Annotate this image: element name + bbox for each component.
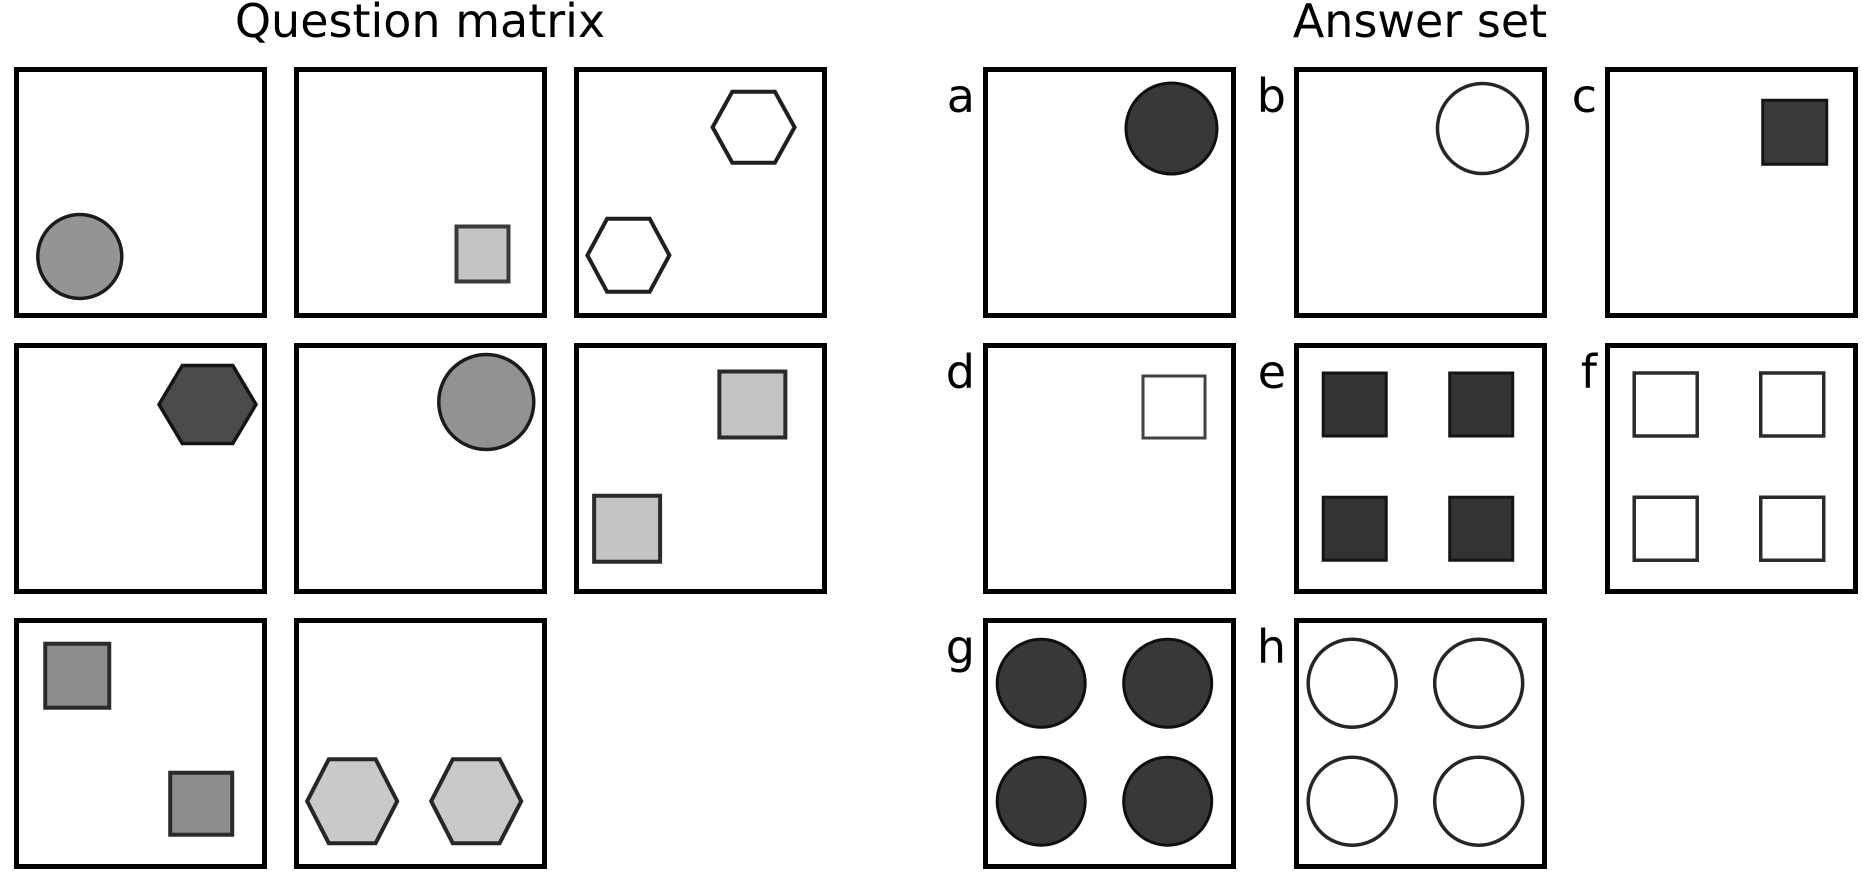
- answer-label-g: g: [945, 620, 975, 674]
- answer-set-title: Answer set: [1292, 0, 1548, 48]
- answer-label-c: c: [1571, 69, 1597, 123]
- question-cell-r2c3: [574, 343, 827, 594]
- square-shape: [1321, 371, 1388, 438]
- square-shape: [1758, 371, 1826, 438]
- square-shape: [1141, 374, 1207, 440]
- answer-label-b: b: [1256, 69, 1286, 123]
- square-shape: [1321, 495, 1388, 562]
- answer-cell-f[interactable]: [1605, 343, 1858, 594]
- hexagon-shape: [585, 216, 672, 294]
- circle-shape: [1432, 637, 1525, 730]
- circle-shape: [437, 352, 536, 452]
- circle-shape: [995, 637, 1087, 729]
- answer-cell-h[interactable]: [1294, 618, 1547, 869]
- square-shape: [43, 641, 112, 710]
- hexagon-shape: [710, 89, 797, 165]
- square-shape: [1448, 371, 1515, 438]
- question-matrix-title: Question matrix: [234, 0, 606, 48]
- hexagon-shape: [428, 757, 524, 846]
- hexagon-shape: [304, 757, 400, 846]
- circle-shape: [1435, 81, 1530, 176]
- question-cell-r2c2: [294, 343, 547, 594]
- square-shape: [454, 224, 511, 284]
- answer-cell-d[interactable]: [983, 343, 1236, 594]
- square-shape: [1761, 98, 1829, 166]
- circle-shape: [995, 755, 1087, 847]
- answer-label-e: e: [1257, 345, 1286, 399]
- circle-shape: [1306, 637, 1398, 730]
- answer-label-f: f: [1580, 345, 1597, 399]
- answer-label-h: h: [1256, 620, 1286, 674]
- question-cell-r1c3: [574, 67, 827, 318]
- square-shape: [592, 493, 663, 564]
- answer-cell-a[interactable]: [983, 67, 1236, 318]
- circle-shape: [1432, 755, 1525, 847]
- circle-shape: [1122, 637, 1214, 729]
- answer-cell-b[interactable]: [1294, 67, 1547, 318]
- circle-shape: [1306, 755, 1398, 847]
- question-cell-r1c2: [294, 67, 547, 318]
- square-shape: [1758, 495, 1826, 562]
- question-cell-r3c2: [294, 618, 547, 869]
- answer-cell-c[interactable]: [1605, 67, 1858, 318]
- question-cell-r2c1: [14, 343, 267, 594]
- square-shape: [168, 770, 235, 837]
- square-shape: [1632, 495, 1699, 562]
- answer-label-d: d: [945, 345, 975, 399]
- circle-shape: [36, 212, 124, 301]
- answer-label-a: a: [946, 69, 975, 123]
- hexagon-shape: [156, 363, 259, 446]
- circle-shape: [1122, 755, 1214, 847]
- square-shape: [1448, 495, 1515, 562]
- question-cell-r1c1: [14, 67, 267, 318]
- question-cell-r3c1: [14, 618, 267, 869]
- answer-cell-e[interactable]: [1294, 343, 1547, 594]
- square-shape: [1632, 371, 1699, 438]
- circle-shape: [1124, 81, 1219, 176]
- square-shape: [717, 369, 788, 440]
- cell-border: [14, 343, 267, 594]
- answer-cell-g[interactable]: [983, 618, 1236, 869]
